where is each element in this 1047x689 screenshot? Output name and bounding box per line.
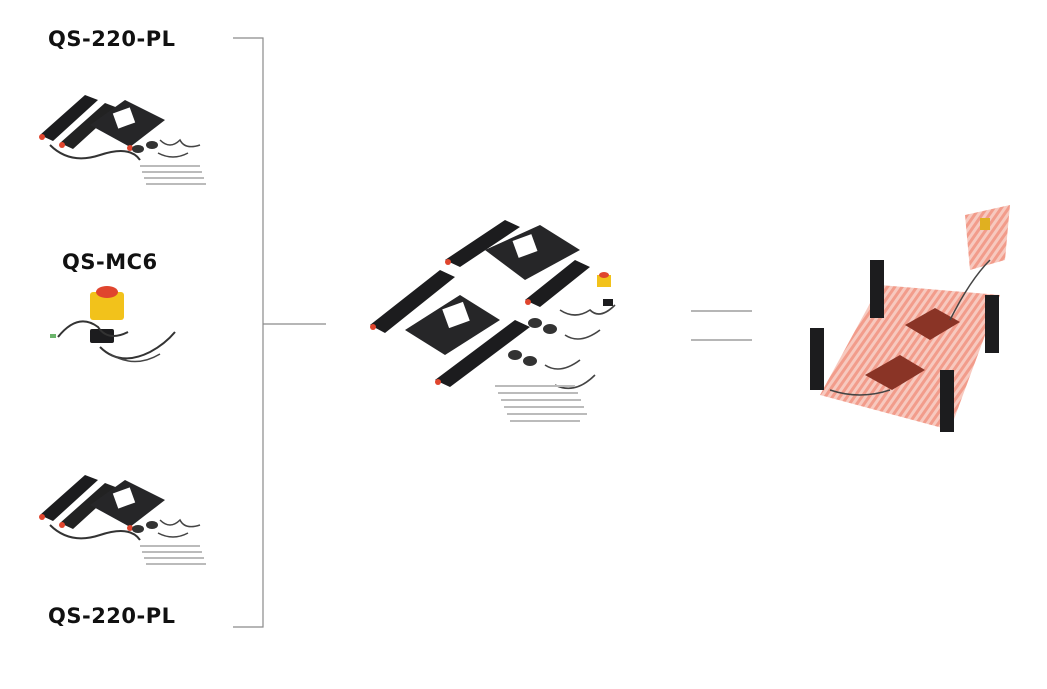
product-label-qs-220-pl-top: QS-220-PL: [48, 27, 176, 51]
combined-kit-image: [370, 220, 616, 422]
qs-mc6-controller-image: [50, 286, 176, 363]
qs-220-pl-kit-image-bottom: [39, 475, 206, 565]
bracket-line: [233, 37, 264, 628]
installed-setup-safety-zone-image: [810, 205, 1010, 432]
product-label-qs-mc6: QS-MC6: [62, 250, 158, 274]
qs-220-pl-kit-image-top: [39, 95, 206, 185]
product-label-qs-220-pl-bottom: QS-220-PL: [48, 604, 176, 628]
